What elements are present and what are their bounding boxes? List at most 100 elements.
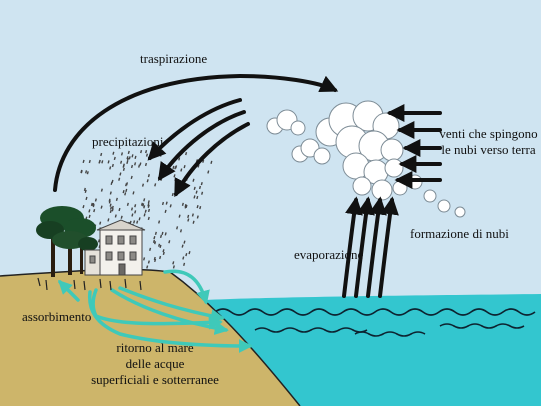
house-icon — [84, 219, 146, 276]
rain-drop — [130, 207, 134, 211]
rain-drop — [109, 203, 112, 207]
rain-drop — [172, 265, 175, 269]
rain-drop — [130, 175, 133, 180]
rain-drop — [153, 236, 156, 240]
label-return-line3: superficiali e sotterranee — [91, 372, 219, 387]
rain-drop — [149, 247, 152, 251]
rain-drop — [100, 205, 103, 209]
groundwater-arrow-2 — [87, 290, 253, 353]
rain-drop — [131, 154, 134, 158]
label-transpiration: traspirazione — [140, 51, 208, 66]
rain-drop — [107, 218, 110, 222]
rain-drop — [114, 214, 117, 218]
rain-drop — [164, 209, 167, 213]
rain-drop — [181, 244, 184, 248]
rain-drop — [109, 191, 112, 195]
rain-drop — [147, 174, 150, 178]
rain-drop — [183, 240, 186, 244]
rain-drop — [111, 179, 114, 184]
rain-drop — [141, 183, 145, 187]
evaporation-arrow-1 — [342, 196, 363, 298]
rain-drop — [164, 232, 167, 236]
rain-drop — [185, 253, 188, 257]
label-return-line2: delle acque — [125, 356, 185, 371]
rain-drop — [134, 162, 137, 166]
rain-drop — [140, 150, 143, 154]
rain-drop — [143, 198, 146, 202]
label-return: ritorno al mare delle acque superficiali… — [60, 340, 250, 388]
rain-drop — [131, 213, 134, 217]
rain-drop — [85, 170, 88, 174]
rain-drop — [147, 200, 150, 204]
rain-drop — [108, 200, 111, 204]
rain-drop — [183, 165, 186, 169]
rain-drop — [86, 171, 89, 175]
rain-drop — [111, 208, 114, 212]
rain-drop — [195, 190, 198, 194]
rain-drop — [179, 229, 183, 233]
rain-drop — [127, 150, 130, 155]
rain-drop — [130, 164, 134, 169]
rain-drop — [126, 160, 129, 164]
rain-drop — [98, 159, 101, 164]
label-winds-line2: le nubi verso terra — [441, 142, 536, 157]
rain-drop — [120, 215, 123, 219]
rain-drop — [181, 202, 184, 206]
rain-drop — [118, 177, 121, 181]
rain-drop — [136, 220, 139, 224]
rain-drop — [118, 207, 121, 212]
rain-drop — [142, 203, 145, 207]
rain-drop — [122, 190, 125, 194]
rain-drop — [93, 209, 96, 213]
rain-drop — [171, 192, 174, 197]
rain-drop — [112, 151, 115, 155]
rain-drop — [82, 204, 85, 209]
rain-drop — [196, 204, 199, 209]
rain-drop — [202, 159, 205, 163]
transpiration-arrow — [53, 73, 339, 192]
flow-arrows — [58, 269, 253, 353]
soil-marks — [37, 277, 142, 291]
rain-drop — [144, 209, 147, 213]
rain-drop — [119, 172, 122, 176]
label-winds-line1: venti che spingono — [439, 126, 538, 141]
rain-drop — [100, 152, 103, 157]
rain-drop — [193, 186, 196, 190]
rain-drop — [138, 217, 141, 221]
rain-drop — [154, 258, 157, 263]
rain-drop — [159, 234, 163, 239]
label-absorption: assorbimento — [22, 309, 92, 324]
rain-drop — [188, 251, 191, 255]
groundwater-arrow-4 — [110, 288, 229, 335]
rain-drop — [88, 159, 91, 164]
rain-drop — [154, 231, 157, 235]
rain-drop — [153, 256, 156, 261]
rain-drop — [107, 160, 110, 164]
rain-drop — [83, 187, 86, 192]
label-cloud-formation: formazione di nubi — [410, 226, 509, 241]
groundwater-arrow-3 — [118, 286, 225, 323]
rain-drop — [200, 182, 203, 186]
sea — [205, 294, 541, 406]
evaporation-arrow-3 — [366, 196, 387, 298]
coastline — [0, 268, 301, 406]
rain-drop — [120, 152, 124, 156]
rain-drop — [140, 202, 144, 206]
tree-icon — [36, 206, 98, 277]
rain-drop — [128, 156, 131, 160]
rain-drop — [92, 202, 95, 207]
rain-drop — [196, 195, 199, 200]
rain-drop — [122, 163, 125, 167]
rain-drop — [161, 201, 165, 206]
rain-drop — [133, 220, 136, 224]
rain-drop — [111, 163, 114, 168]
rain-drop — [159, 244, 162, 249]
rain-drop — [145, 150, 148, 154]
evaporation-arrow-2 — [354, 196, 375, 298]
rain-drop — [88, 214, 91, 219]
rain-drop — [132, 191, 135, 195]
rain-drop — [134, 155, 137, 159]
rain-drop — [180, 168, 183, 172]
rain-drop — [80, 170, 83, 174]
rain-drop — [126, 202, 129, 206]
